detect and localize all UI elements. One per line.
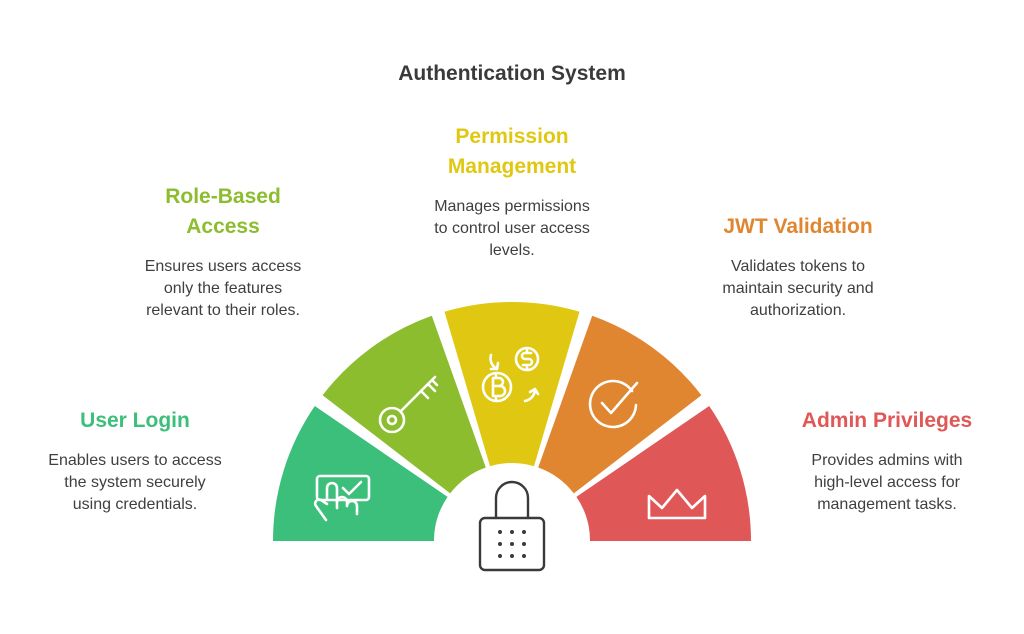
heading-permission-management: Permission Management [447, 125, 577, 178]
padlock-icon [478, 480, 546, 572]
heading-jwt-validation: JWT Validation [723, 215, 873, 238]
check-circle-icon [588, 379, 639, 429]
heading-role-based-access: Role-Based Access [165, 185, 281, 238]
heading-admin-privileges: Admin Privileges [801, 409, 973, 432]
label-user-login: User Login Enables users to access the s… [25, 406, 245, 516]
segment-admin-privileges [576, 406, 751, 541]
key-icon [378, 375, 439, 434]
segment-role-based-access [322, 315, 486, 494]
touch-checkbox-icon [313, 474, 371, 522]
description-user-login: Enables users to access the system secur… [48, 452, 222, 513]
label-admin-privileges: Admin Privileges Provides admins with hi… [767, 406, 1007, 516]
description-role-based-access: Ensures users access only the features r… [144, 258, 302, 319]
label-role-based-access: Role-Based Access Ensures users access o… [113, 182, 333, 322]
label-permission-management: Permission Management Manages permission… [392, 122, 632, 262]
description-admin-privileges: Provides admins with high-level access f… [811, 452, 963, 513]
description-permission-management: Manages permissions to control user acce… [434, 198, 590, 259]
page-title: Authentication System [398, 62, 626, 85]
heading-user-login: User Login [80, 409, 190, 432]
label-jwt-validation: JWT Validation Validates tokens to maint… [688, 212, 908, 322]
description-jwt-validation: Validates tokens to maintain security an… [722, 258, 874, 319]
currency-exchange-icon [481, 346, 540, 403]
crown-icon [647, 488, 707, 520]
